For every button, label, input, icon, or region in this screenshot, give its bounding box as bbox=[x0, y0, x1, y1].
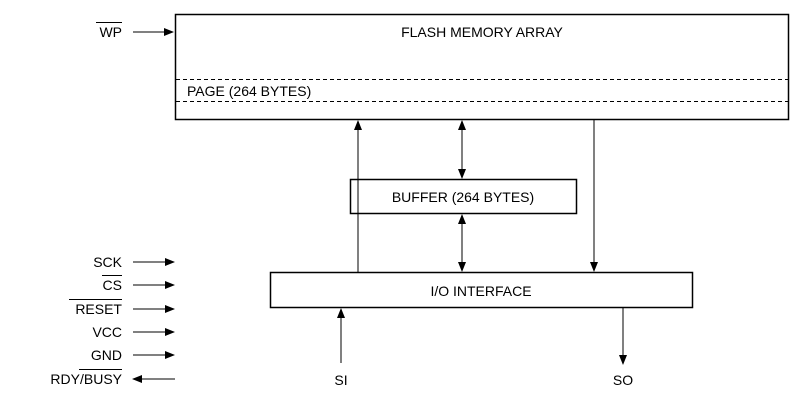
so-label: SO bbox=[613, 372, 633, 388]
wp-label: WP bbox=[99, 24, 122, 40]
io-interface: I/O INTERFACE bbox=[269, 271, 694, 309]
flash-memory-array: FLASH MEMORY ARRAY PAGE (264 BYTES) bbox=[174, 13, 790, 121]
buffer: BUFFER (264 BYTES) bbox=[349, 178, 578, 215]
flash-memory-array-title: FLASH MEMORY ARRAY bbox=[401, 24, 563, 40]
page-label: PAGE (264 BYTES) bbox=[187, 83, 311, 99]
io-interface-box bbox=[269, 271, 694, 309]
io-interface-label: I/O INTERFACE bbox=[430, 283, 531, 299]
si-label: SI bbox=[334, 372, 347, 388]
reset-label: RESET bbox=[75, 301, 122, 317]
rdy-label: RDY/ bbox=[50, 371, 84, 387]
cs-label: CS bbox=[103, 277, 122, 293]
buffer-label: BUFFER (264 BYTES) bbox=[392, 189, 534, 205]
flash-memory-array-box bbox=[174, 13, 790, 121]
busy-label: BUSY bbox=[84, 371, 123, 387]
vcc-label: VCC bbox=[92, 324, 122, 340]
buffer-box bbox=[349, 178, 578, 215]
gnd-label: GND bbox=[91, 347, 122, 363]
rdy-busy-label: RDY/BUSY bbox=[50, 371, 122, 387]
sck-label: SCK bbox=[93, 254, 122, 270]
